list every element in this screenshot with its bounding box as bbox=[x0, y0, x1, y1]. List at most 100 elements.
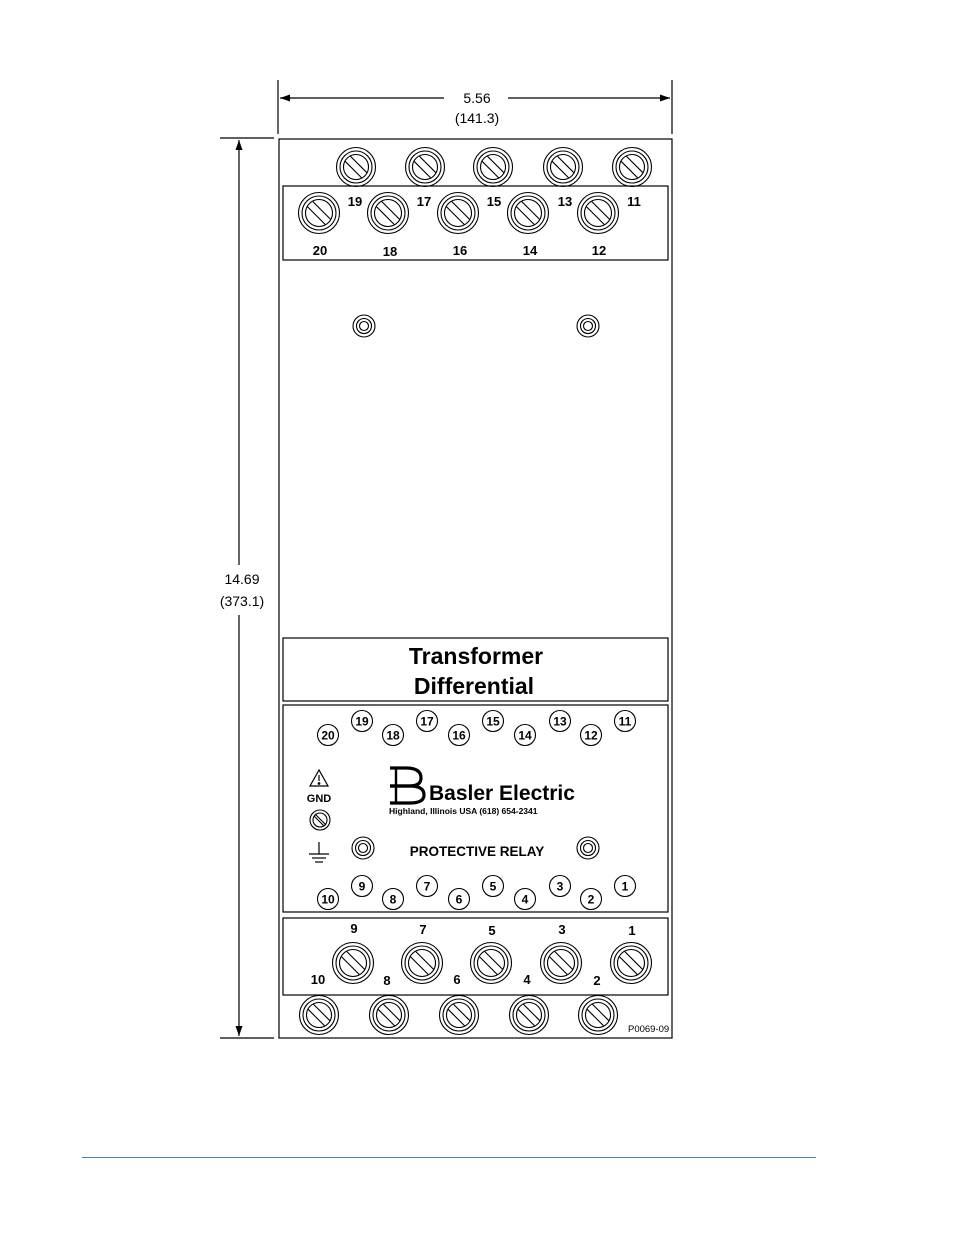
terminal-screw bbox=[404, 146, 446, 188]
terminal-number-marker: 12 bbox=[579, 723, 603, 747]
terminal-number: 20 bbox=[321, 729, 335, 743]
terminal-screw bbox=[472, 146, 514, 188]
terminal-label: 10 bbox=[311, 972, 325, 987]
terminal-screw bbox=[542, 146, 584, 188]
terminal-screw bbox=[335, 146, 377, 188]
terminal-number-marker: 11 bbox=[613, 709, 637, 733]
terminal-number-marker: 5 bbox=[481, 874, 505, 898]
width-dimension bbox=[277, 80, 673, 134]
relay-case-outline bbox=[278, 138, 673, 1039]
panel-title-line1: Transformer bbox=[409, 643, 543, 669]
lower-terminal-labels: 9 7 5 3 1 10 8 6 4 2 bbox=[311, 921, 636, 988]
ground-symbol-icon bbox=[309, 842, 329, 863]
terminal-number: 13 bbox=[553, 715, 567, 729]
terminal-number: 7 bbox=[424, 880, 431, 894]
terminal-number: 12 bbox=[584, 729, 598, 743]
terminal-number-marker: 7 bbox=[415, 874, 439, 898]
drawing-number: P0069-09 bbox=[628, 1024, 669, 1035]
terminal-label: 18 bbox=[383, 244, 397, 259]
basler-logo-icon bbox=[390, 766, 426, 805]
terminal-screw bbox=[297, 191, 341, 235]
terminal-number-marker: 1 bbox=[613, 874, 637, 898]
terminal-label: 6 bbox=[453, 972, 460, 987]
terminal-number: 17 bbox=[420, 715, 434, 729]
upper-back-terminal-row bbox=[335, 146, 653, 188]
terminal-label: 5 bbox=[488, 923, 495, 938]
upper-terminal-labels: 19 17 15 13 11 20 18 16 14 12 bbox=[313, 194, 641, 259]
nameplate-terminal-map-lower: 9 7 5 3 1 10 8 6 4 2 bbox=[316, 874, 637, 911]
terminal-label: 19 bbox=[348, 194, 362, 209]
terminal-screw bbox=[298, 994, 340, 1036]
terminal-screw bbox=[506, 191, 550, 235]
gnd-label: GND bbox=[307, 793, 332, 805]
terminal-number: 3 bbox=[557, 880, 564, 894]
lower-back-terminal-row bbox=[331, 941, 653, 985]
terminal-screw bbox=[436, 191, 480, 235]
terminal-screw bbox=[539, 941, 583, 985]
terminal-screw bbox=[366, 191, 410, 235]
terminal-label: 2 bbox=[593, 973, 600, 988]
terminal-number: 1 bbox=[622, 880, 629, 894]
terminal-number-marker: 3 bbox=[548, 874, 572, 898]
terminal-label: 17 bbox=[417, 194, 431, 209]
terminal-label: 8 bbox=[383, 973, 390, 988]
lower-terminal-block bbox=[282, 917, 669, 996]
terminal-screw bbox=[438, 994, 480, 1036]
terminal-screw bbox=[331, 941, 375, 985]
terminal-number: 10 bbox=[321, 893, 335, 907]
terminal-number-marker: 14 bbox=[513, 723, 537, 747]
manufacturer-name: Basler Electric bbox=[429, 782, 575, 805]
terminal-label: 12 bbox=[592, 243, 606, 258]
terminal-number: 5 bbox=[490, 880, 497, 894]
terminal-number-marker: 20 bbox=[316, 723, 340, 747]
terminal-label: 14 bbox=[523, 243, 538, 258]
title-plate bbox=[282, 637, 669, 702]
mounting-stud bbox=[352, 314, 376, 338]
terminal-label: 9 bbox=[350, 921, 357, 936]
mounting-stud bbox=[351, 836, 375, 860]
terminal-number-marker: 9 bbox=[350, 874, 374, 898]
mounting-stud bbox=[576, 836, 600, 860]
terminal-label: 13 bbox=[558, 194, 572, 209]
footer-rule bbox=[82, 1157, 816, 1158]
terminal-label: 20 bbox=[313, 243, 327, 258]
terminal-number: 6 bbox=[456, 893, 463, 907]
terminal-number-marker: 17 bbox=[415, 709, 439, 733]
terminal-number: 16 bbox=[452, 729, 466, 743]
upper-terminal-block bbox=[282, 185, 669, 261]
terminal-screw bbox=[400, 941, 444, 985]
terminal-number-marker: 8 bbox=[381, 887, 405, 911]
terminal-label: 11 bbox=[627, 194, 641, 209]
terminal-number: 18 bbox=[386, 729, 400, 743]
terminal-number-marker: 2 bbox=[579, 887, 603, 911]
terminal-number-marker: 10 bbox=[316, 887, 340, 911]
terminal-screw bbox=[577, 994, 619, 1036]
terminal-screw bbox=[508, 994, 550, 1036]
product-label: PROTECTIVE RELAY bbox=[410, 844, 545, 859]
terminal-number: 9 bbox=[359, 880, 366, 894]
height-dimension-in: 14.69 bbox=[224, 571, 259, 587]
terminal-number-marker: 19 bbox=[350, 709, 374, 733]
panel-title-line2: Differential bbox=[414, 673, 534, 699]
terminal-label: 15 bbox=[487, 194, 501, 209]
warning-icon bbox=[308, 768, 330, 787]
terminal-screw bbox=[609, 941, 653, 985]
terminal-label: 7 bbox=[419, 922, 426, 937]
terminal-number-marker: 18 bbox=[381, 723, 405, 747]
lower-front-terminal-row bbox=[298, 994, 619, 1036]
terminal-screw bbox=[611, 146, 653, 188]
terminal-label: 4 bbox=[523, 972, 531, 987]
terminal-number-marker: 13 bbox=[548, 709, 572, 733]
upper-front-terminal-row bbox=[297, 191, 620, 235]
mounting-stud bbox=[576, 314, 600, 338]
terminal-number: 8 bbox=[390, 893, 397, 907]
terminal-number: 15 bbox=[486, 715, 500, 729]
terminal-number: 14 bbox=[518, 729, 532, 743]
width-dimension-mm: (141.3) bbox=[455, 110, 499, 126]
front-nameplate bbox=[282, 704, 669, 913]
terminal-screw bbox=[576, 191, 620, 235]
terminal-number-marker: 4 bbox=[513, 887, 537, 911]
terminal-number: 4 bbox=[522, 893, 529, 907]
terminal-number-marker: 16 bbox=[447, 723, 471, 747]
